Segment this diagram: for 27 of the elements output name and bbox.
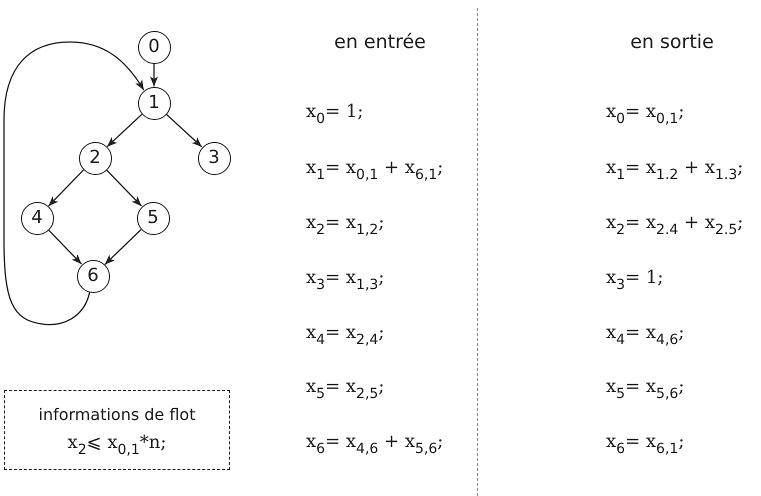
equation: x$_{2}$= x$_{2.4}$ + x$_{2.5}$;: [606, 211, 744, 235]
dashed-box: [4, 390, 230, 470]
equation: x$_{6}$= x$_{4,6}$ + x$_{5,6}$;: [306, 430, 444, 454]
equation: x$_{0}$= x$_{0,1}$;: [606, 100, 684, 124]
equation: x$_{5}$= x$_{5,6}$;: [606, 375, 684, 399]
equation: x$_{5}$= x$_{2,5}$;: [306, 375, 384, 399]
arrow: [48, 229, 82, 265]
arrow: [166, 114, 202, 148]
flow-constraint: x$_{2}$⩽ x$_{0,1}$*n;: [68, 431, 166, 455]
arrow: [104, 229, 142, 265]
equation: x$_{1}$= x$_{1.2}$ + x$_{1.3}$;: [606, 156, 744, 180]
arrow: [106, 169, 142, 207]
equation: x$_{3}$= x$_{1,3}$;: [306, 266, 384, 290]
equation: x$_{2}$= x$_{1,2}$;: [306, 211, 384, 235]
column-heading: en sortie: [630, 30, 714, 54]
arrow: [106, 114, 142, 148]
equation: x$_{1}$= x$_{0,1}$ + x$_{6,1}$;: [306, 156, 444, 180]
equation: x$_{4}$= x$_{2,4}$;: [306, 321, 384, 345]
equation: x$_{4}$= x$_{4,6}$;: [606, 321, 684, 345]
arrow: [48, 169, 84, 207]
box-heading: informations de flot: [38, 405, 196, 425]
equation: x$_{6}$= x$_{6,1}$;: [606, 430, 684, 454]
equation: x$_{0}$= 1;: [306, 100, 364, 124]
column-heading: en entrée: [334, 30, 426, 54]
arrow: [3, 41, 144, 326]
arrow: [150, 64, 158, 86]
equation: x$_{3}$= 1;: [606, 266, 664, 290]
